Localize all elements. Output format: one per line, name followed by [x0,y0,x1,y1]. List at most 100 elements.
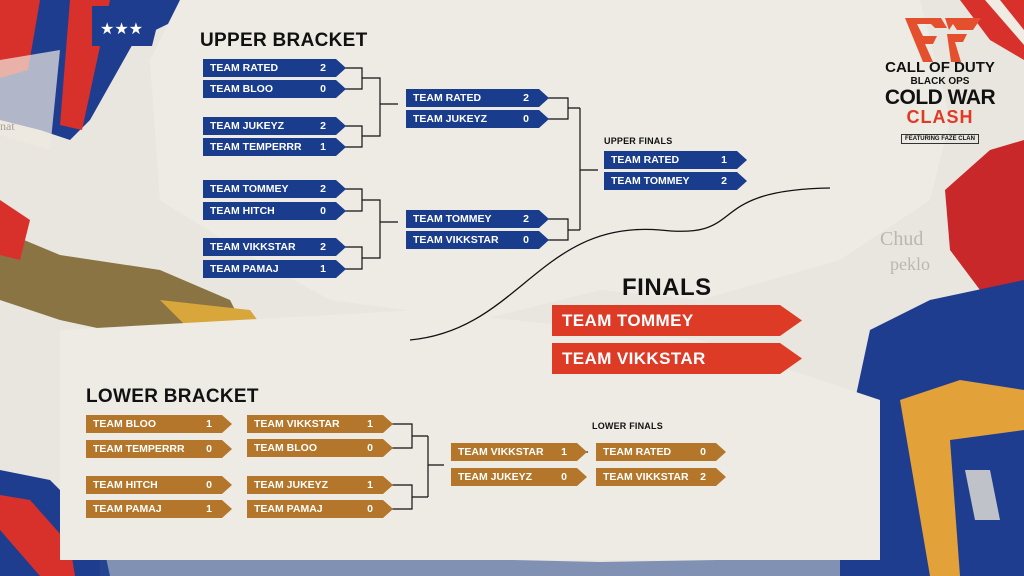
faze-clan-icon [905,18,981,62]
team-score: 2 [320,62,326,74]
team-name: TEAM PAMAJ [210,263,279,275]
team-score: 0 [206,443,212,455]
team-score: 1 [367,418,373,430]
svg-text:nat: nat [0,119,15,133]
team-name: TEAM VIKKSTAR [458,446,544,458]
team-name: TEAM BLOO [254,442,317,454]
team-name: TEAM VIKKSTAR [254,418,340,430]
upper-r1-slot: TEAM BLOO 0 [203,80,346,98]
team-score: 1 [206,503,212,515]
team-name: TEAM TEMPERRR [93,443,185,455]
upper-r1-slot: TEAM TOMMEY 2 [203,180,346,198]
team-name: TEAM TEMPERRR [210,141,302,153]
team-score: 0 [523,234,529,246]
team-score: 0 [320,205,326,217]
team-score: 2 [320,183,326,195]
lower-r1-slot: TEAM BLOO 1 [86,415,232,433]
upper-r1-slot: TEAM RATED 2 [203,59,346,77]
upper-r2-slot: TEAM TOMMEY 2 [406,210,549,228]
team-score: 2 [700,471,706,483]
team-name: TEAM HITCH [210,205,275,217]
finals-slot: TEAM VIKKSTAR [552,343,802,374]
logo-featuring: FEATURING FAZE CLAN [901,134,979,144]
logo-call-of-duty: CALL OF DUTY [885,59,995,76]
finals-team-name: TEAM TOMMEY [562,310,694,330]
lower-finals-heading: LOWER FINALS [592,421,663,431]
team-score: 2 [523,92,529,104]
finals-heading: FINALS [622,274,712,301]
logo-clash: CLASH [906,107,974,127]
team-score: 1 [367,479,373,491]
lower-r2-slot: TEAM BLOO 0 [247,439,393,457]
upper-r1-slot: TEAM VIKKSTAR 2 [203,238,346,256]
finals-team-name: TEAM VIKKSTAR [562,348,706,368]
team-name: TEAM BLOO [210,83,273,95]
team-name: TEAM TOMMEY [611,175,690,187]
svg-text:Chud: Chud [880,228,923,250]
svg-text:peklo: peklo [890,254,930,274]
team-score: 2 [721,175,727,187]
team-score: 0 [320,83,326,95]
team-score: 1 [721,154,727,166]
upper-r1-slot: TEAM PAMAJ 1 [203,260,346,278]
team-score: 0 [206,479,212,491]
team-name: TEAM RATED [210,62,279,74]
logo-cold-war: COLD WAR [884,86,996,109]
upper-r1-slot: TEAM HITCH 0 [203,202,346,220]
upper-r1-slot: TEAM TEMPERRR 1 [203,138,346,156]
team-name: TEAM TOMMEY [210,183,289,195]
upper-final-slot: TEAM RATED 1 [604,151,747,169]
team-name: TEAM BLOO [93,418,156,430]
lower-r1-slot: TEAM HITCH 0 [86,476,232,494]
team-score: 1 [206,418,212,430]
finals-slot: TEAM TOMMEY [552,305,802,336]
team-name: TEAM PAMAJ [254,503,323,515]
upper-r2-slot: TEAM JUKEYZ 0 [406,110,549,128]
lower-final-slot: TEAM RATED 0 [596,443,726,461]
lower-bracket-heading: LOWER BRACKET [86,386,259,407]
upper-final-slot: TEAM TOMMEY 2 [604,172,747,190]
upper-r1-slot: TEAM JUKEYZ 2 [203,117,346,135]
team-name: TEAM RATED [603,446,672,458]
lower-r3-slot: TEAM VIKKSTAR 1 [451,443,587,461]
lower-r1-slot: TEAM PAMAJ 1 [86,500,232,518]
team-score: 1 [561,446,567,458]
team-score: 0 [367,442,373,454]
upper-bracket-heading: UPPER BRACKET [200,30,368,51]
call-of-duty-logo: CALL OF DUTY BLACK OPS COLD WAR CLASH FE… [880,60,1000,145]
team-score: 1 [320,141,326,153]
faze-clan-flag-icon: ★★★ [92,6,162,46]
lower-r2-slot: TEAM VIKKSTAR 1 [247,415,393,433]
upper-r2-slot: TEAM RATED 2 [406,89,549,107]
upper-r2-slot: TEAM VIKKSTAR 0 [406,231,549,249]
team-name: TEAM JUKEYZ [254,479,329,491]
lower-final-slot: TEAM VIKKSTAR 2 [596,468,726,486]
lower-r2-slot: TEAM PAMAJ 0 [247,500,393,518]
team-score: 2 [320,241,326,253]
upper-finals-heading: UPPER FINALS [604,136,673,146]
team-name: TEAM JUKEYZ [210,120,285,132]
logo-black-ops: BLACK OPS [910,76,970,87]
team-name: TEAM JUKEYZ [458,471,533,483]
team-score: 0 [523,113,529,125]
team-score: 2 [320,120,326,132]
team-score: 0 [561,471,567,483]
team-name: TEAM PAMAJ [93,503,162,515]
team-name: TEAM HITCH [93,479,158,491]
team-name: TEAM VIKKSTAR [210,241,296,253]
team-name: TEAM RATED [611,154,680,166]
team-score: 0 [367,503,373,515]
team-score: 2 [523,213,529,225]
team-name: TEAM TOMMEY [413,213,492,225]
team-name: TEAM VIKKSTAR [603,471,689,483]
team-name: TEAM JUKEYZ [413,113,488,125]
lower-r3-slot: TEAM JUKEYZ 0 [451,468,587,486]
svg-text:★★★: ★★★ [100,19,143,38]
team-score: 1 [320,263,326,275]
team-name: TEAM VIKKSTAR [413,234,499,246]
lower-r1-slot: TEAM TEMPERRR 0 [86,440,232,458]
lower-r2-slot: TEAM JUKEYZ 1 [247,476,393,494]
team-score: 0 [700,446,706,458]
team-name: TEAM RATED [413,92,482,104]
